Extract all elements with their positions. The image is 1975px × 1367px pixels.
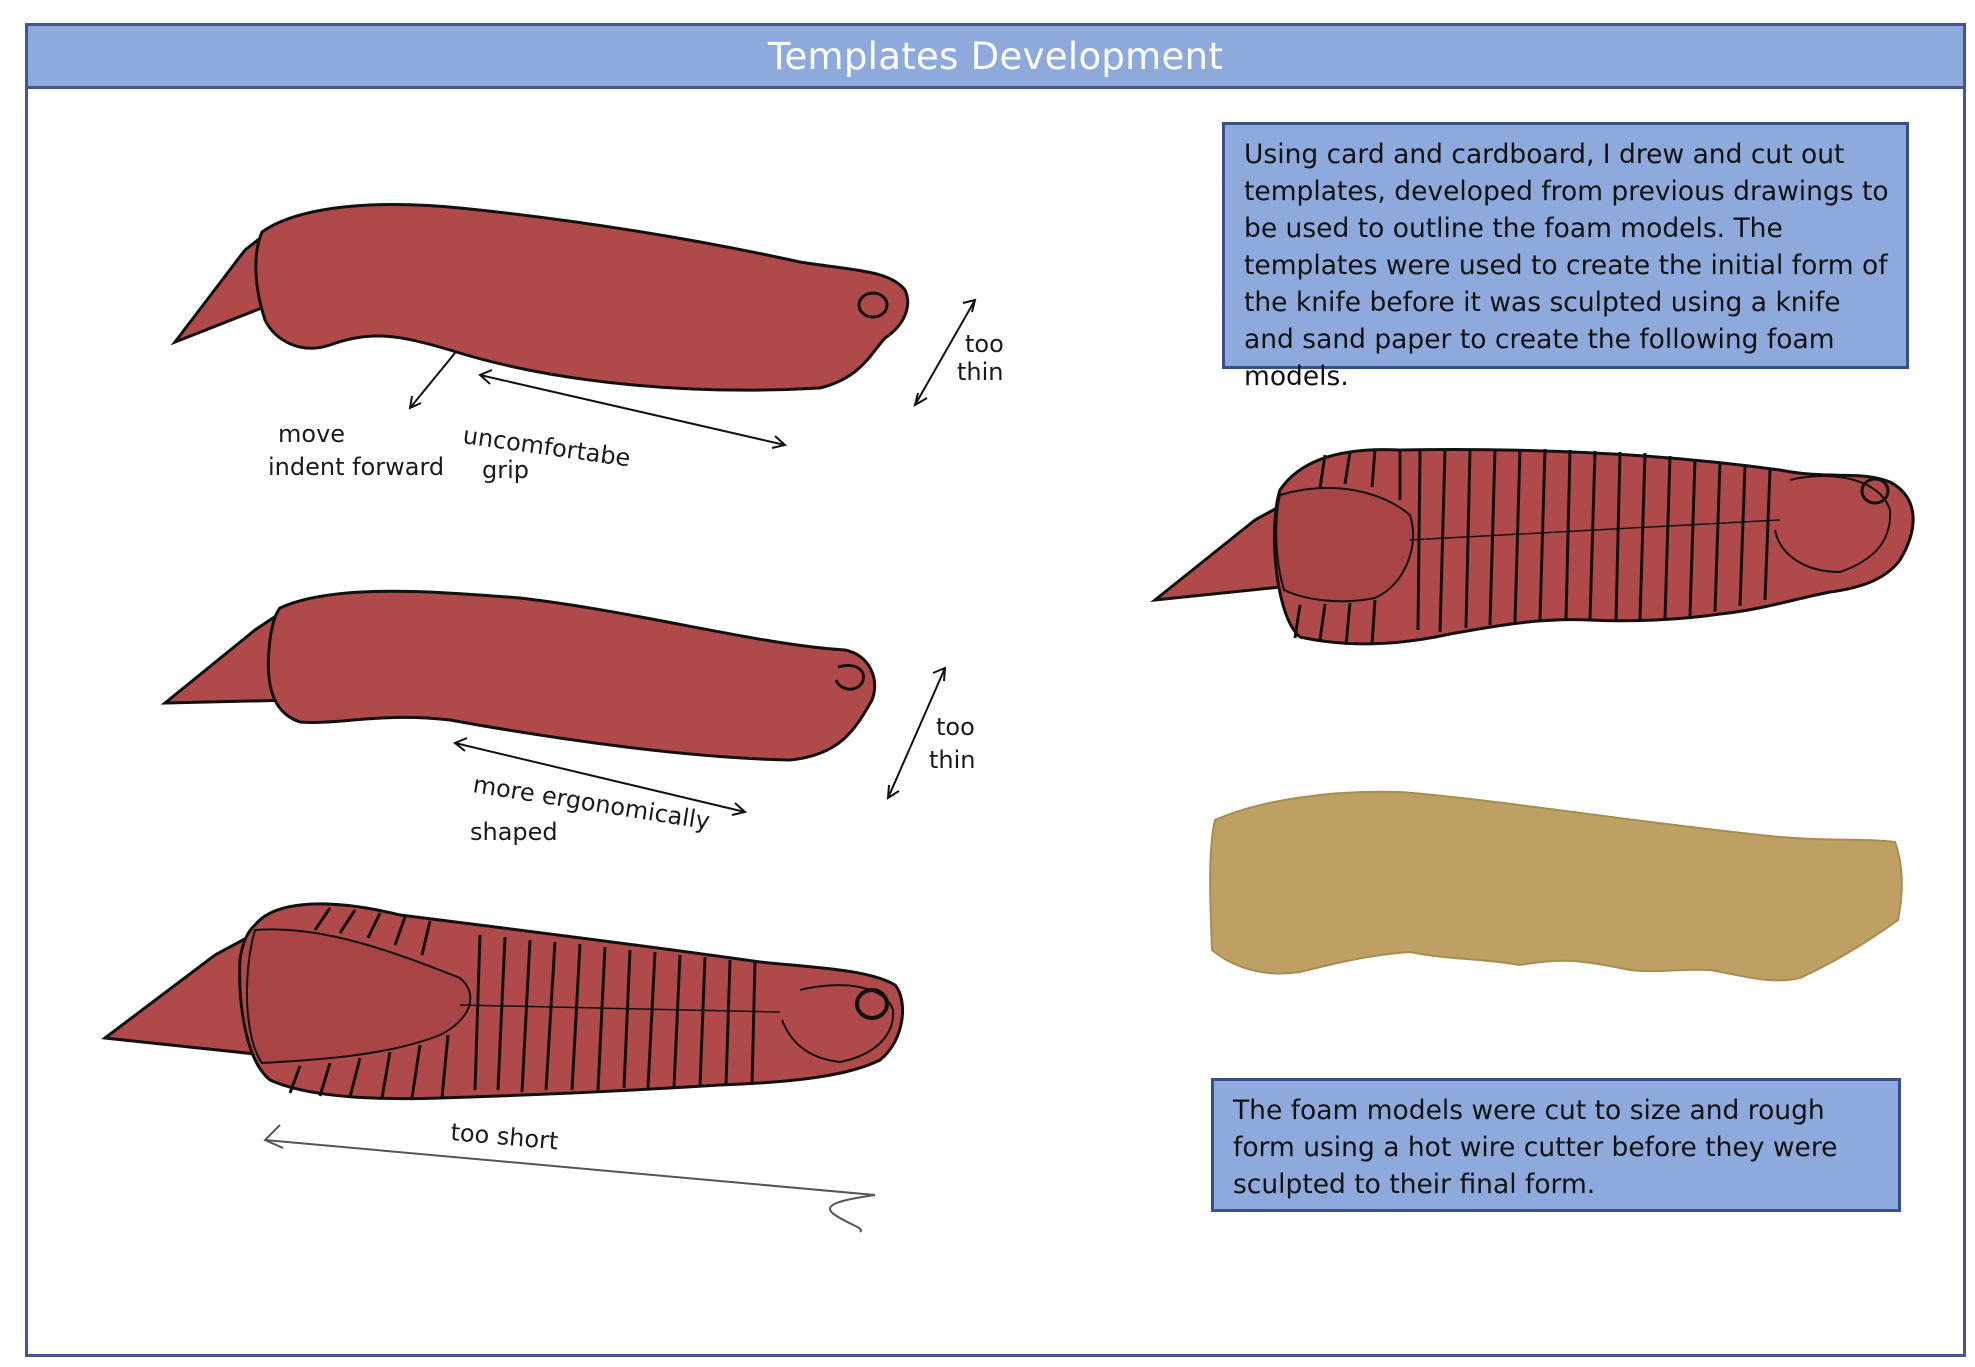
label-shaped: shaped <box>470 818 558 846</box>
label-thin-2: thin <box>929 746 976 774</box>
butt-contour-3 <box>781 984 895 1064</box>
knife-sketch-1: too thin move indent forward uncomfortab… <box>170 203 1004 484</box>
arrow-head-ergo-b <box>731 802 748 816</box>
thumb-rest-3 <box>245 928 472 1065</box>
lanyard-hole-1 <box>857 291 889 319</box>
arrow-head-2b <box>886 784 900 800</box>
label-too-1: too <box>965 330 1004 358</box>
arrow-indent <box>409 352 456 409</box>
arrow-head-indent <box>408 395 422 410</box>
arrow-head-short-b <box>828 1194 876 1233</box>
handle-3 <box>238 902 905 1101</box>
label-too-short: too short <box>449 1118 559 1155</box>
title-bar: Templates Development <box>25 23 1966 89</box>
arrow-thin-1 <box>914 299 976 406</box>
lanyard-hole-2 <box>834 664 865 691</box>
arrow-thin-2 <box>887 667 946 799</box>
label-indent-forward: indent forward <box>268 453 444 481</box>
arrow-head-2a <box>932 666 947 682</box>
knife-sketch-2: too thin more ergonomically shaped <box>160 589 976 846</box>
arrow-head-1b <box>913 392 928 408</box>
arrow-too-short <box>264 1139 876 1196</box>
page-title: Templates Development <box>767 34 1224 78</box>
arrow-head-grip-a <box>478 369 493 385</box>
handle-1 <box>254 203 910 392</box>
hatching-3 <box>288 907 757 1099</box>
arrow-grip <box>479 374 786 446</box>
label-thin-1: thin <box>957 358 1004 386</box>
arrow-head-ergo-a <box>453 737 468 752</box>
handle-2 <box>266 589 877 762</box>
cardboard-template <box>1209 790 1903 982</box>
hatching-final <box>1293 448 1772 646</box>
butt-contour-final <box>1774 474 1892 574</box>
templates-description: Using card and cardboard, I drew and cut… <box>1222 122 1909 392</box>
arrow-head-1a <box>962 298 977 313</box>
lanyard-hole-3 <box>855 988 889 1020</box>
label-move: move <box>278 420 345 448</box>
thumb-rest-final <box>1275 486 1415 603</box>
arrow-ergonomic <box>454 742 746 813</box>
arrow-head-short-a <box>263 1124 284 1149</box>
knife-sketch-3: too short <box>101 902 905 1233</box>
lanyard-hole-final <box>1860 477 1890 505</box>
knife-sketch-final <box>1150 448 1915 646</box>
arrow-head-grip-b <box>771 435 788 449</box>
foam-description: The foam models were cut to size and rou… <box>1211 1078 1901 1212</box>
handle-final <box>1272 448 1915 646</box>
label-too-2: too <box>936 713 975 741</box>
label-grip: grip <box>482 456 529 484</box>
center-line-3 <box>459 1004 781 1013</box>
